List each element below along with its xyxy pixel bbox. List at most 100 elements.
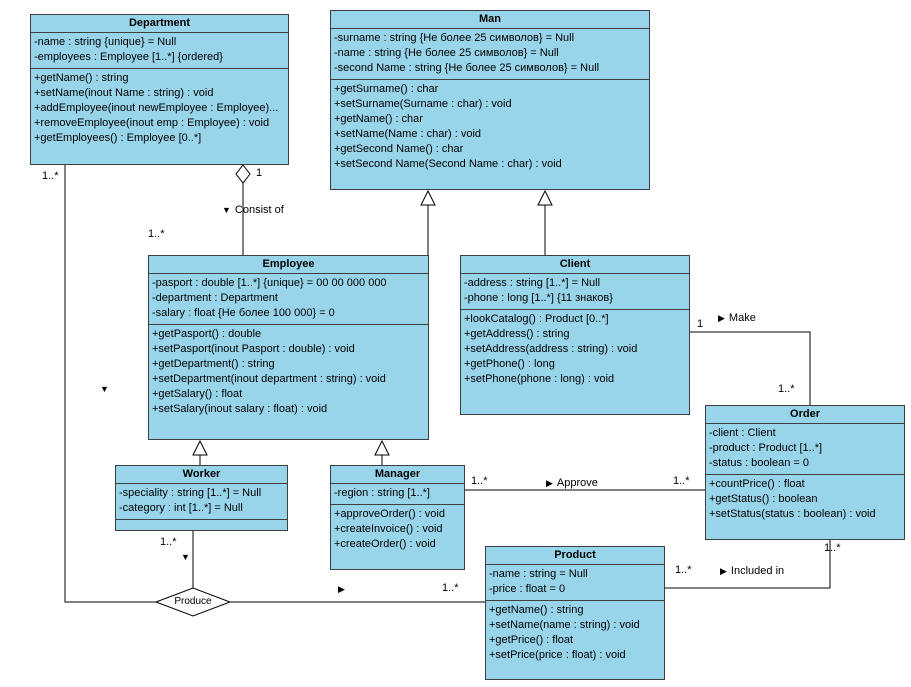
attributes-compartment: -client : Client-product : Product [1..*… — [706, 423, 904, 475]
generalization-arrow-icon — [420, 189, 436, 206]
attributes-compartment: -name : string = Null -price : float = 0 — [486, 564, 664, 601]
attributes-compartment: -surname : string {Не более 25 символов}… — [331, 28, 649, 80]
member-line: +getEmployees() : Employee [0..*] — [34, 132, 202, 144]
produce-department-multiplicity: 1..* — [42, 170, 59, 182]
association-name-label: Included in — [730, 565, 785, 577]
member-line: +getPrice() : float — [489, 634, 574, 646]
member-line: +approveOrder() : void — [334, 508, 445, 520]
included-in-product-multiplicity: 1..* — [675, 564, 692, 576]
direction-right-icon: ▶ — [546, 478, 553, 488]
generalization-arrow-icon — [537, 189, 553, 206]
generalization-arrow-icon — [374, 439, 390, 456]
direction-down-icon: ▼ — [181, 552, 190, 562]
direction-right-icon: ▶ — [720, 566, 727, 576]
member-line: -employees : Employee [1..*] {ordered} — [34, 51, 223, 63]
methods-compartment: +approveOrder() : void+createInvoice() :… — [331, 505, 464, 569]
approve-order-multiplicity: 1..* — [673, 475, 690, 487]
association-name-label: Approve — [556, 477, 598, 489]
member-line: +getSurname() : char — [334, 83, 439, 95]
produce-department-direction: ▼ — [100, 383, 109, 396]
make-order-multiplicity: 1..* — [778, 383, 795, 395]
member-line: +createOrder() : void — [334, 538, 436, 550]
member-line: +getAddress() : string — [464, 328, 570, 340]
member-line: -second Name : string {Не более 25 симво… — [334, 62, 600, 74]
member-line: +getPhone() : long — [464, 358, 555, 370]
produce-association-name: Produce — [174, 596, 212, 607]
consist-of-part-multiplicity: 1..* — [148, 228, 165, 240]
direction-right-icon: ▶ — [718, 313, 725, 323]
member-line: +lookCatalog() : Product [0..*] — [464, 313, 609, 325]
generalization-arrow-icon — [192, 439, 208, 456]
class-product[interactable]: Product -name : string = Null-price : fl… — [485, 546, 665, 680]
attributes-compartment: -speciality : string [1..*] = Null-categ… — [116, 483, 287, 520]
consist-of-whole-multiplicity: 1 — [256, 167, 263, 179]
attributes-compartment: -pasport : double [1..*] {unique} = 00 0… — [149, 273, 428, 325]
member-line: -pasport : double [1..*] {unique} = 00 0… — [152, 277, 387, 289]
member-line: +getSecond Name() : char — [334, 143, 464, 155]
member-line: -region : string [1..*] — [334, 487, 430, 499]
produce-worker-direction: ▼ — [181, 551, 190, 564]
class-manager[interactable]: Manager -region : string [1..*] +approve… — [330, 465, 465, 570]
member-line: +addEmployee(inout newEmployee : Employe… — [34, 102, 279, 114]
class-employee[interactable]: Employee -pasport : double [1..*] {uniqu… — [148, 255, 429, 440]
class-title: Man — [479, 13, 501, 25]
association-name-label: Consist of — [234, 204, 284, 216]
member-line: +setSecond Name(Second Name : char) : vo… — [334, 158, 562, 170]
direction-down-icon: ▼ — [222, 205, 231, 215]
member-line: -phone : long [1..*] {11 знаков} — [464, 292, 613, 304]
member-line: +setStatus(status : boolean) : void — [709, 508, 876, 520]
member-line: +countPrice() : float — [709, 478, 805, 490]
member-line: +setDepartment(inout department : string… — [152, 373, 386, 385]
member-line: -category : int [1..*] = Null — [119, 502, 243, 514]
methods-compartment: +getPasport() : double+setPasport(inout … — [149, 325, 428, 439]
attributes-compartment: -address : string [1..*] = Null-phone : … — [461, 273, 689, 310]
methods-compartment: +lookCatalog() : Product [0..*] +getAddre… — [461, 310, 689, 414]
member-line: -name : string {Не более 25 символов} = … — [334, 47, 559, 59]
class-man[interactable]: Man -surname : string {Не более 25 симво… — [330, 10, 650, 190]
make-name: ▶ Make — [718, 312, 756, 325]
included-in-name: ▶ Included in — [720, 565, 784, 578]
approve-name: ▶ Approve — [546, 477, 598, 490]
member-line: +setName(inout Name : string) : void — [34, 87, 214, 99]
produce-product-direction: ▶ — [338, 583, 345, 596]
class-title: Client — [559, 258, 591, 270]
member-line: +getStatus() : boolean — [709, 493, 818, 505]
class-client[interactable]: Client -address : string [1..*] = Null-p… — [460, 255, 690, 415]
member-line: +getPasport() : double — [152, 328, 262, 340]
included-in-edge — [665, 540, 831, 589]
nary-association-diamond — [154, 587, 232, 617]
member-line: -surname : string {Не более 25 символов}… — [334, 32, 575, 44]
member-line: -name : string = Null — [489, 568, 588, 580]
class-title: Manager — [374, 468, 421, 480]
methods-compartment: +getName() : string +setName(inout Name :… — [31, 69, 288, 164]
class-title: Worker — [182, 468, 221, 480]
class-department[interactable]: Department -name : string {unique} = Nul… — [30, 14, 289, 165]
member-line: -department : Department — [152, 292, 278, 304]
make-edge — [690, 331, 811, 405]
class-worker[interactable]: Worker -speciality : string [1..*] = Nul… — [115, 465, 288, 531]
direction-right-icon: ▶ — [338, 584, 345, 594]
aggregation-diamond-icon — [235, 164, 251, 184]
member-line: +setName(Name : char) : void — [334, 128, 482, 140]
member-line: +getSalary() : float — [152, 388, 243, 400]
attributes-compartment: -region : string [1..*] — [331, 483, 464, 505]
produce-product-multiplicity: 1..* — [442, 582, 459, 594]
member-line: +setSurname(Surname : char) : void — [334, 98, 512, 110]
class-title: Employee — [262, 258, 315, 270]
member-line: -name : string {unique} = Null — [34, 36, 177, 48]
direction-down-icon: ▼ — [100, 384, 109, 394]
class-title: Department — [128, 17, 191, 29]
methods-compartment: +getSurname() : char +setSurname(Surname … — [331, 80, 649, 189]
member-line: +getName() : string — [34, 72, 129, 84]
association-name-label: Make — [728, 312, 756, 324]
attributes-compartment: -name : string {unique} = Null -employees… — [31, 32, 288, 69]
member-line: +setSalary(inout salary : float) : void — [152, 403, 328, 415]
member-line: -price : float = 0 — [489, 583, 566, 595]
included-in-order-multiplicity: 1..* — [824, 542, 841, 554]
class-order[interactable]: Order -client : Client-product : Product… — [705, 405, 905, 540]
member-line: +getDepartment() : string — [152, 358, 275, 370]
member-line: -salary : float {Не более 100 000} = 0 — [152, 307, 335, 319]
member-line: +setAddress(address : string) : void — [464, 343, 638, 355]
member-line: +setPrice(price : float) : void — [489, 649, 626, 661]
